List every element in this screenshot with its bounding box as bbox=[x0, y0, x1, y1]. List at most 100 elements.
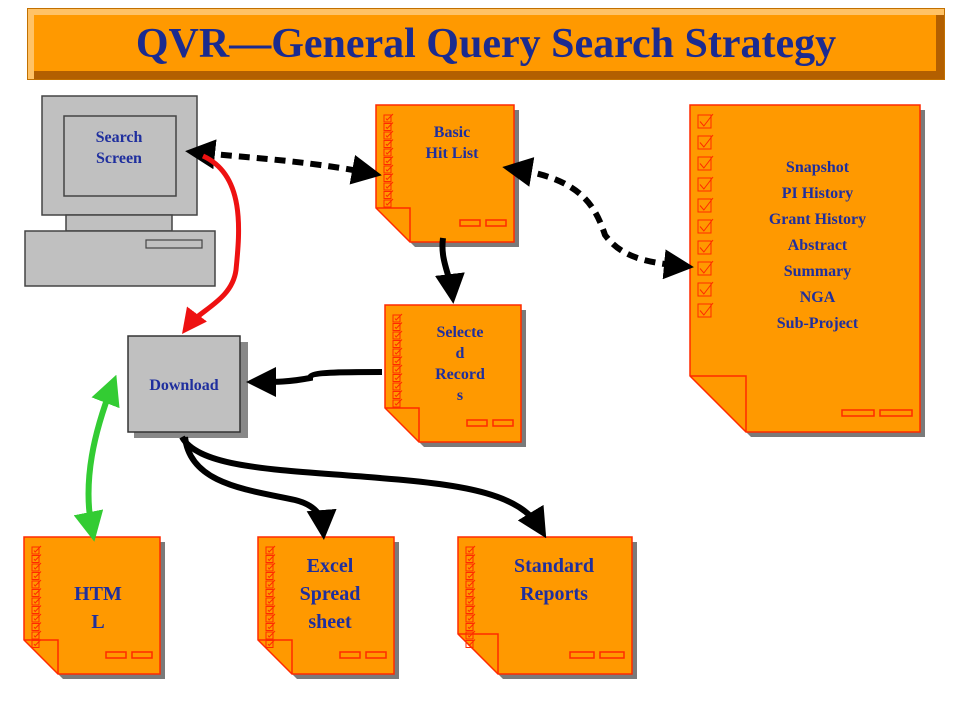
download-label: Download bbox=[149, 377, 219, 394]
checkbox-icon bbox=[392, 313, 403, 323]
checkbox-icon bbox=[392, 390, 403, 399]
arrow-search-to-hitlist bbox=[185, 139, 382, 185]
page-title: QVR—General Query Search Strategy bbox=[135, 21, 837, 67]
checkbox-icon bbox=[465, 545, 476, 555]
arrow-download-html bbox=[73, 374, 120, 542]
search-screen-label: Search Screen bbox=[95, 129, 143, 167]
basic-hit-list-label: Basic Hit List bbox=[425, 124, 479, 162]
checkbox-icon bbox=[383, 156, 394, 165]
checkbox-icon bbox=[31, 571, 42, 580]
checkbox-icon bbox=[383, 130, 394, 140]
checkbox-icon bbox=[697, 113, 714, 129]
checkbox-icon bbox=[31, 579, 42, 589]
checkbox-icon bbox=[383, 198, 394, 208]
checkbox-icon bbox=[392, 373, 403, 382]
footer-field-icon bbox=[466, 419, 488, 427]
checkbox-icon bbox=[465, 630, 476, 640]
excel-spreadsheet-document bbox=[257, 536, 399, 679]
checkbox-icon bbox=[465, 588, 476, 597]
checkbox-icon bbox=[383, 190, 394, 199]
checkbox-icon bbox=[465, 613, 476, 623]
download-box bbox=[127, 335, 248, 438]
checkbox-icon bbox=[697, 260, 714, 276]
selected-records-document bbox=[384, 304, 526, 447]
checkbox-icon bbox=[31, 562, 42, 572]
checkbox-icon bbox=[465, 622, 476, 631]
search-screen-display bbox=[63, 115, 177, 197]
checkbox-icon bbox=[697, 302, 714, 318]
checkbox-icon bbox=[465, 605, 476, 614]
checkbox-icon bbox=[383, 113, 394, 123]
checkbox-icon bbox=[31, 639, 42, 648]
checkbox-icon bbox=[697, 176, 714, 192]
checkbox-icon bbox=[697, 239, 714, 255]
footer-field-icon bbox=[492, 419, 514, 427]
arrow-selected-to-download bbox=[246, 366, 383, 397]
arrow-search-to-download bbox=[181, 153, 242, 334]
checkbox-icon bbox=[265, 545, 276, 555]
checkbox-icon bbox=[383, 164, 394, 174]
checkbox-icon bbox=[383, 122, 394, 131]
checkbox-icon bbox=[465, 596, 476, 606]
footer-field-icon bbox=[365, 651, 387, 659]
checkbox-icon bbox=[697, 155, 714, 171]
computer-icon bbox=[24, 95, 216, 287]
excel-label: Excel Spread sheet bbox=[299, 555, 361, 633]
checkbox-icon bbox=[265, 613, 276, 623]
checkbox-icon bbox=[265, 579, 276, 589]
checkbox-icon bbox=[265, 596, 276, 606]
title-banner: QVR—General Query Search Strategy bbox=[27, 8, 945, 80]
checkbox-icon bbox=[383, 181, 394, 191]
checkbox-icon bbox=[265, 605, 276, 614]
checkbox-icon bbox=[465, 639, 476, 648]
html-label: HTM L bbox=[74, 583, 122, 633]
checkbox-icon bbox=[697, 218, 714, 234]
standard-reports-document bbox=[457, 536, 637, 679]
footer-field-icon bbox=[105, 651, 127, 659]
checkbox-icon bbox=[31, 554, 42, 563]
checkbox-icon bbox=[265, 639, 276, 648]
checkbox-icon bbox=[392, 381, 403, 391]
checkbox-icon bbox=[265, 571, 276, 580]
checkbox-icon bbox=[31, 588, 42, 597]
snapshot-document bbox=[689, 104, 925, 437]
arrow-download-to-excel bbox=[182, 436, 337, 540]
footer-field-icon bbox=[459, 219, 481, 227]
footer-field-icon bbox=[131, 651, 153, 659]
standard-reports-label: Standard Reports bbox=[513, 555, 595, 605]
html-document bbox=[23, 536, 165, 679]
checkbox-icon bbox=[392, 322, 403, 331]
checkbox-icon bbox=[31, 630, 42, 640]
footer-field-icon bbox=[599, 651, 625, 659]
checkbox-icon bbox=[31, 605, 42, 614]
checkbox-icon bbox=[697, 134, 714, 150]
checkbox-icon bbox=[697, 197, 714, 213]
checkbox-icon bbox=[31, 622, 42, 631]
checkbox-icon bbox=[265, 562, 276, 572]
checkbox-icon bbox=[392, 364, 403, 374]
checkbox-icon bbox=[31, 613, 42, 623]
checkbox-icon bbox=[392, 330, 403, 340]
checkbox-icon bbox=[465, 579, 476, 589]
checkbox-icon bbox=[697, 281, 714, 297]
checkbox-icon bbox=[31, 545, 42, 555]
checkbox-icon bbox=[31, 596, 42, 606]
checkbox-icon bbox=[265, 554, 276, 563]
checkbox-icon bbox=[383, 139, 394, 148]
checkbox-icon bbox=[265, 588, 276, 597]
footer-field-icon bbox=[879, 409, 913, 417]
selected-records-label: Selecte d Record s bbox=[435, 324, 485, 404]
snapshot-label: Snapshot PI History Grant History Abstra… bbox=[768, 159, 867, 332]
basic-hit-list-document bbox=[375, 104, 519, 247]
footer-field-icon bbox=[339, 651, 361, 659]
checkbox-icon bbox=[392, 339, 403, 348]
checkbox-icon bbox=[465, 571, 476, 580]
checkbox-icon bbox=[265, 622, 276, 631]
checkbox-icon bbox=[465, 562, 476, 572]
checkbox-icon bbox=[383, 173, 394, 182]
arrow-hitlist-to-snapshot bbox=[502, 157, 694, 280]
checkbox-icon bbox=[392, 347, 403, 357]
footer-field-icon bbox=[569, 651, 595, 659]
arrow-download-to-reports bbox=[179, 435, 547, 539]
